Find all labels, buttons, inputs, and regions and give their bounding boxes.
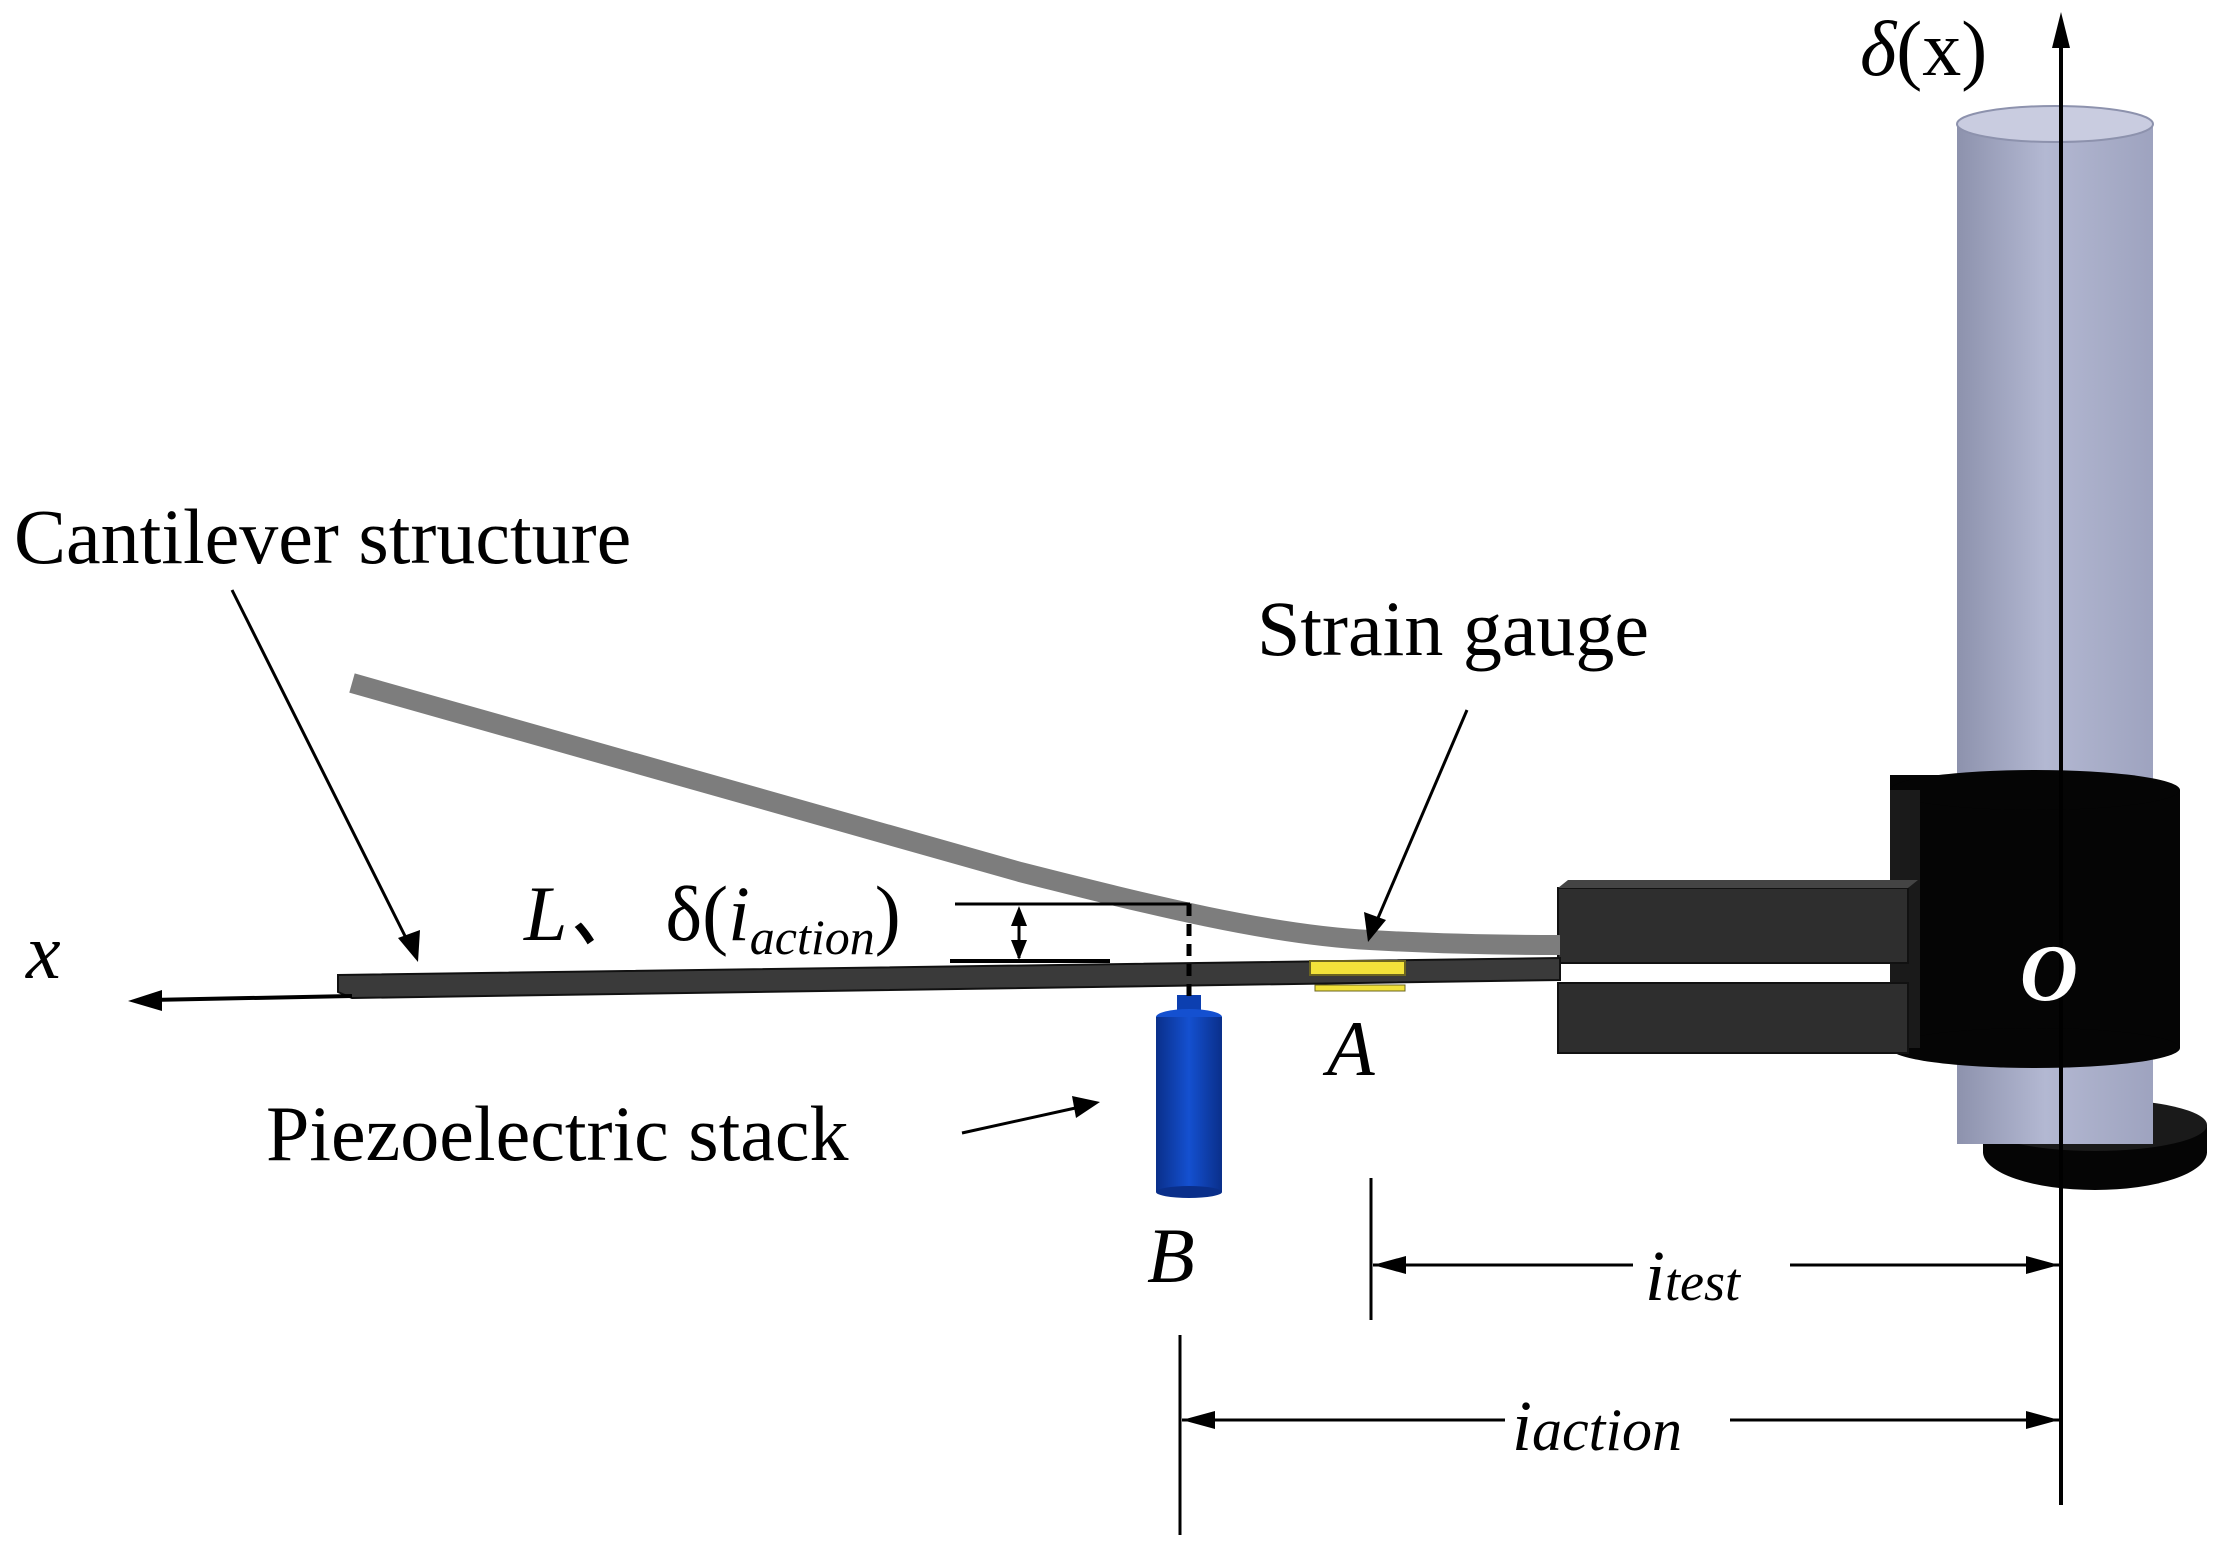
delta-action-open: δ( (665, 870, 728, 957)
beam-clamp (1557, 880, 1918, 1054)
i-test-dimension (1369, 1178, 2059, 1320)
i-action-label: iaction (1512, 1386, 1682, 1466)
piezo-stack-label: Piezoelectric stack (266, 1090, 849, 1177)
clamp-collar (1890, 770, 2180, 1068)
action-subscript: action (750, 909, 875, 965)
i-test-label: itest (1645, 1236, 1742, 1316)
x-axis-label: x (25, 908, 61, 995)
post-top (1956, 105, 2154, 143)
strain-gauge (1309, 960, 1406, 992)
i-main-text: i (728, 870, 750, 957)
x-axis (128, 990, 353, 1011)
close-paren: ) (875, 870, 901, 957)
piezoelectric-stack (1156, 995, 1222, 1198)
i-action-sub: action (1532, 1397, 1682, 1463)
point-a-label: A (1322, 1005, 1375, 1092)
i-test-i: i (1645, 1236, 1665, 1316)
strain-gauge-leader (1373, 709, 1469, 926)
l-sep-text: L、 (523, 870, 645, 957)
cantilever-leader-arrow (398, 930, 420, 962)
piezo-leader (961, 1105, 1081, 1135)
origin-label: O (2020, 930, 2078, 1018)
delta-symbol: δ (1860, 5, 1898, 92)
point-b-label: B (1147, 1212, 1195, 1299)
strain-gauge-leader-arrow (1364, 912, 1386, 942)
strain-gauge-label: Strain gauge (1257, 585, 1649, 672)
delta-x-label: δ(x) (1860, 5, 1987, 92)
i-test-sub: test (1665, 1252, 1742, 1312)
deflected-beam (349, 673, 1561, 955)
delta-arg: (x) (1896, 5, 1987, 92)
i-action-i: i (1512, 1386, 1532, 1466)
cantilever-label: Cantilever structure (14, 493, 631, 580)
deflection-indicator (955, 902, 1192, 998)
piezo-leader-arrow (1072, 1096, 1100, 1118)
i-action-dimension (1178, 1335, 2059, 1535)
delta-axis (2052, 12, 2070, 1505)
cantilever-leader (230, 589, 414, 951)
deflection-label: L、δ(iaction) (523, 870, 901, 965)
